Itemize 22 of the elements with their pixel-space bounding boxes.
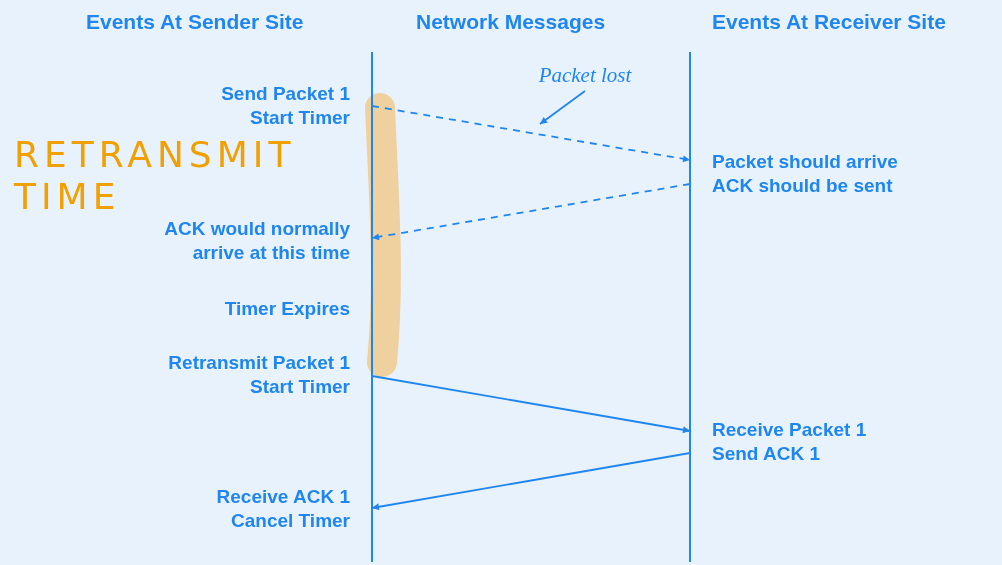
handwritten-note: RETRANSMIT TIME xyxy=(14,134,297,218)
message-arrow xyxy=(371,183,691,241)
leader-arrow xyxy=(539,90,586,125)
event-text: Send ACK 1 xyxy=(712,442,822,466)
event-text: Start Timer xyxy=(249,375,350,399)
event-text: Send Packet 1 xyxy=(220,82,350,106)
annotation-text: Packet lost xyxy=(525,63,645,91)
message-arrow xyxy=(371,375,691,434)
event-text: Receive ACK 1 xyxy=(215,485,350,509)
event-text: Timer Expires xyxy=(223,297,350,321)
event-text: Start Timer xyxy=(249,106,350,130)
event-text: Cancel Timer xyxy=(230,509,350,533)
column-heading: Events At Receiver Site xyxy=(712,10,946,34)
message-arrow xyxy=(371,452,691,511)
event-text: Retransmit Packet 1 xyxy=(167,351,350,375)
column-heading: Network Messages xyxy=(416,10,606,34)
message-arrow xyxy=(371,105,691,163)
column-heading: Events At Sender Site xyxy=(86,10,304,34)
event-text: ACK would normally arrive at this time xyxy=(100,217,372,267)
event-text: ACK should be sent xyxy=(712,174,894,198)
event-text: Packet should arrive xyxy=(712,150,899,174)
event-text: Receive Packet 1 xyxy=(712,418,868,442)
